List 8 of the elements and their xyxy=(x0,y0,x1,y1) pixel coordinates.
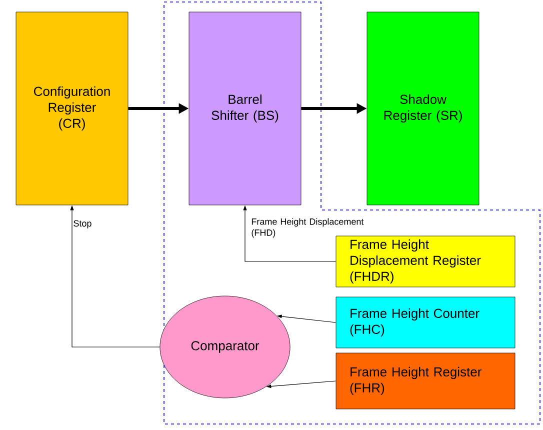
register-box: Frame Height Counter (FHC) xyxy=(336,296,516,348)
register-box: Barrel Shifter (BS) xyxy=(188,12,302,206)
edge-label: Stop xyxy=(74,220,92,228)
register-box: Shadow Register (SR) xyxy=(366,12,480,206)
register-box: Frame Height Displacement Register (FHDR) xyxy=(336,236,516,288)
register-box: Configuration Register (CR) xyxy=(16,12,128,206)
edge-label: Frame Height Displacement (FHD) xyxy=(252,218,364,238)
register-box: Frame Height Register (FHR) xyxy=(336,352,516,410)
